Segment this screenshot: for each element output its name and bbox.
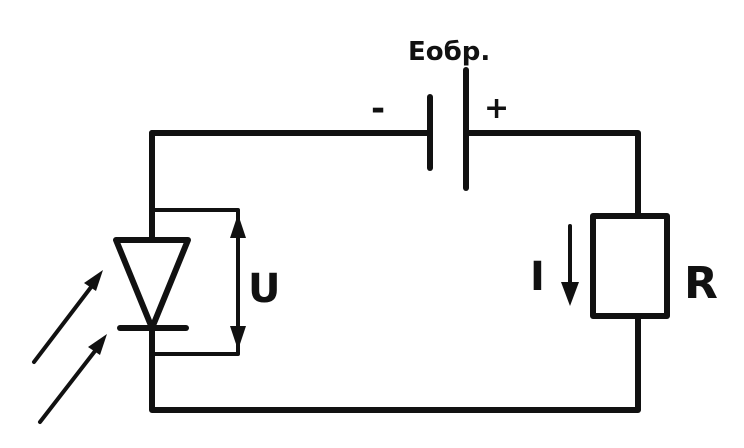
plus-sign: + [484, 91, 509, 126]
wire-top-right [463, 130, 641, 219]
light-arrows [32, 270, 107, 424]
voltage-label: U [248, 266, 280, 312]
resistor-label: R [684, 258, 718, 309]
circuit-wires [149, 130, 641, 413]
diode-triangle [113, 237, 191, 331]
light-arrow-upper-head [84, 270, 103, 291]
light-arrow-lower-shaft [38, 340, 104, 424]
voltage-bracket [150, 208, 240, 356]
current-arrow-head [561, 282, 579, 306]
voltage-indicator [150, 208, 246, 356]
photodiode-symbol [113, 237, 191, 331]
resistor-symbol [590, 213, 670, 319]
voltage-arrow-top [230, 214, 246, 238]
light-arrow-lower-head [88, 334, 107, 355]
source-label: Eобр. [408, 37, 490, 67]
minus-sign: - [371, 89, 385, 129]
current-label: I [530, 254, 545, 300]
light-arrow-upper-shaft [32, 276, 100, 364]
battery-symbol [427, 67, 469, 191]
voltage-arrow-bottom [230, 326, 246, 350]
wire-left-bottom [149, 313, 641, 413]
current-indicator [561, 224, 579, 306]
